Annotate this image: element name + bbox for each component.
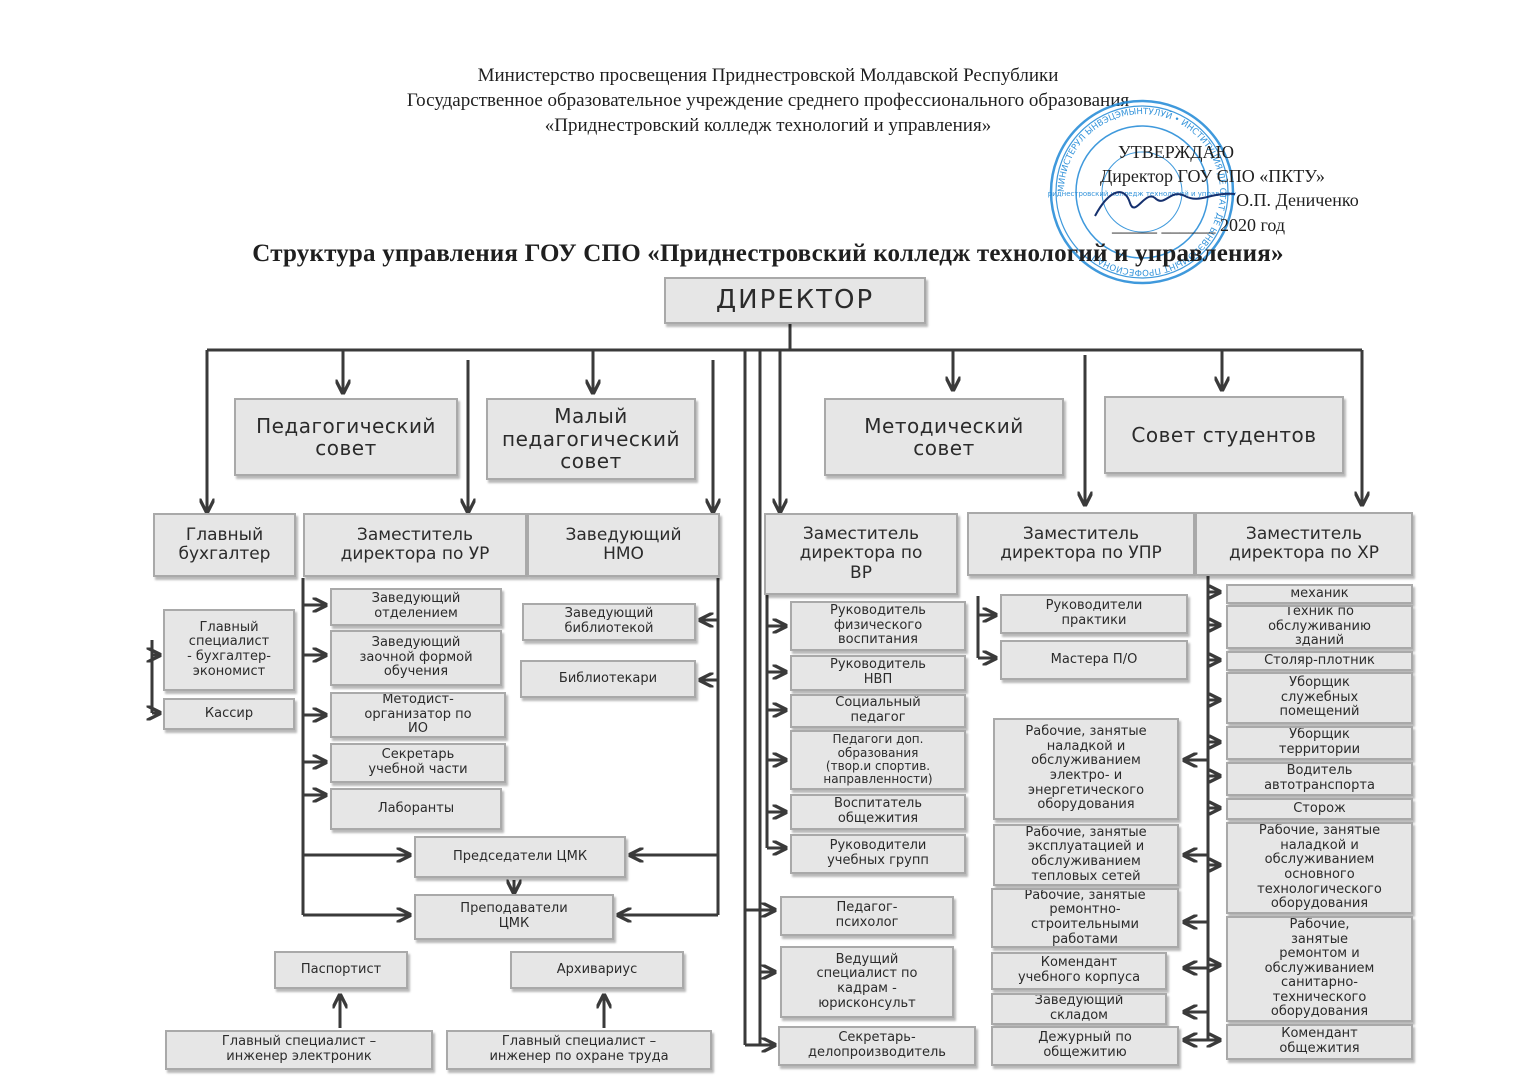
header-college: «Приднестровский колледж технологий и уп… xyxy=(544,115,992,136)
stolyar-box: Столяр-плотник xyxy=(1226,651,1413,671)
ruk-grupp-box: Руководители учебных групп xyxy=(790,834,966,874)
mastera-po-box: Мастера П/О xyxy=(1000,640,1188,680)
komend-korpusa-box: Комендант учебного корпуса xyxy=(991,952,1167,990)
ped-sovet-box: Педагогический совет xyxy=(234,398,458,476)
ruk-praktiki-box: Руководители практики xyxy=(1000,594,1188,634)
mekhanik-box: механик xyxy=(1226,584,1413,604)
ped-dop-box: Педагоги доп. образования (твор.и спорти… xyxy=(790,730,966,790)
approver-name: О.П. Дениченко xyxy=(1236,190,1359,210)
svg-text:"Приднестровский колледж техно: "Приднестровский колледж технологий и уп… xyxy=(1048,190,1236,198)
gl-spec-buh-box: Главный специалист - бухгалтер- экономис… xyxy=(163,609,295,691)
zav-skladom-box: Заведующий складом xyxy=(991,993,1167,1025)
ruk-fiz-box: Руководитель физического воспитания xyxy=(790,601,966,651)
gl-buhgalter-box: Главный бухгалтер xyxy=(153,513,296,577)
pred-cmk-box: Председатели ЦМК xyxy=(414,836,626,878)
header-institution: Государственное образовательное учрежден… xyxy=(406,90,1130,111)
rab-tekhn-box: Рабочие, занятые наладкой и обслуживание… xyxy=(1226,822,1413,914)
metod-sovet-box: Методический совет xyxy=(824,398,1064,476)
bibliotekari-box: Библиотекари xyxy=(520,660,696,698)
zav-bibl-box: Заведующий библиотекой xyxy=(522,603,696,641)
tekhnik-box: Техник по обслуживанию зданий xyxy=(1226,605,1413,649)
storozh-box: Сторож xyxy=(1226,798,1413,820)
gl-spec-ohrana-box: Главный специалист – инженер по охране т… xyxy=(446,1030,712,1070)
soc-ped-box: Социальный педагог xyxy=(790,694,966,728)
college-seal: МИНИСТЕРУЛ ЫНВЭЦЭМЫНТУЛУЙ • ИНСТИТУЦИЯ Д… xyxy=(1048,99,1236,285)
ruk-nvp-box: Руководитель НВП xyxy=(790,655,966,691)
kassir-box: Кассир xyxy=(163,698,295,730)
chart-title: Структура управления ГОУ СПО «Приднестро… xyxy=(252,240,1284,267)
zav-nmo-box: Заведующий НМО xyxy=(527,513,720,577)
zam-ur-box: Заместитель директора по УР xyxy=(303,513,527,577)
ved-spec-kadry-box: Ведущий специалист по кадрам - юрисконсу… xyxy=(780,946,954,1018)
rab-san-box: Рабочие, занятые ремонтом и обслуживание… xyxy=(1226,916,1413,1022)
zav-otdeleniem-box: Заведующий отделением xyxy=(330,588,502,626)
rab-remont-box: Рабочие, занятые ремонтно- строительными… xyxy=(991,888,1179,948)
arhivarius-box: Архивариус xyxy=(510,951,684,989)
zam-upr-box: Заместитель директора по УПР xyxy=(967,512,1195,576)
rab-elektro-box: Рабочие, занятые наладкой и обслуживание… xyxy=(993,718,1179,820)
sovet-studentov-box: Совет студентов xyxy=(1104,396,1344,474)
signature xyxy=(1094,191,1236,217)
approval-date: _____ ______ 2020 год xyxy=(1112,215,1286,235)
zam-hr-box: Заместитель директора по ХР xyxy=(1195,512,1413,576)
maly-ped-sovet-box: Малый педагогический совет xyxy=(486,398,696,480)
rab-teplo-box: Рабочие, занятые эксплуатацией и обслужи… xyxy=(993,824,1179,886)
pasportist-box: Паспортист xyxy=(274,951,408,989)
laboranty-box: Лаборанты xyxy=(330,788,502,830)
komend-obsh-box: Комендант общежития xyxy=(1226,1024,1413,1060)
ped-psiholog-box: Педагог- психолог xyxy=(780,896,954,936)
dezhurny-box: Дежурный по общежитию xyxy=(991,1026,1179,1066)
voditel-box: Водитель автотранспорта xyxy=(1226,762,1413,796)
sekretar-delo-box: Секретарь- делопроизводитель xyxy=(778,1026,976,1066)
metodist-box: Методист- организатор по ИО xyxy=(330,692,506,738)
gl-spec-elektronik-box: Главный специалист – инженер электроник xyxy=(165,1030,433,1070)
zav-zaochnoy-box: Заведующий заочной формой обучения xyxy=(330,630,502,686)
uborshchik-pom-box: Уборщик служебных помещений xyxy=(1226,672,1413,724)
approver-position: Директор ГОУ СПО «ПКТУ» xyxy=(1100,166,1325,186)
zam-vr-box: Заместитель директора по ВР xyxy=(764,513,958,595)
uborshchik-ter-box: Уборщик территории xyxy=(1226,726,1413,760)
approve-label: УТВЕРЖДАЮ xyxy=(1118,142,1235,162)
vospitatel-box: Воспитатель общежития xyxy=(790,794,966,830)
prepod-cmk-box: Преподаватели ЦМК xyxy=(414,894,614,940)
director-box: ДИРЕКТОР xyxy=(664,277,926,324)
sekretar-uch-box: Секретарь учебной части xyxy=(330,743,506,783)
header-ministry: Министерство просвещения Приднестровской… xyxy=(477,65,1059,86)
